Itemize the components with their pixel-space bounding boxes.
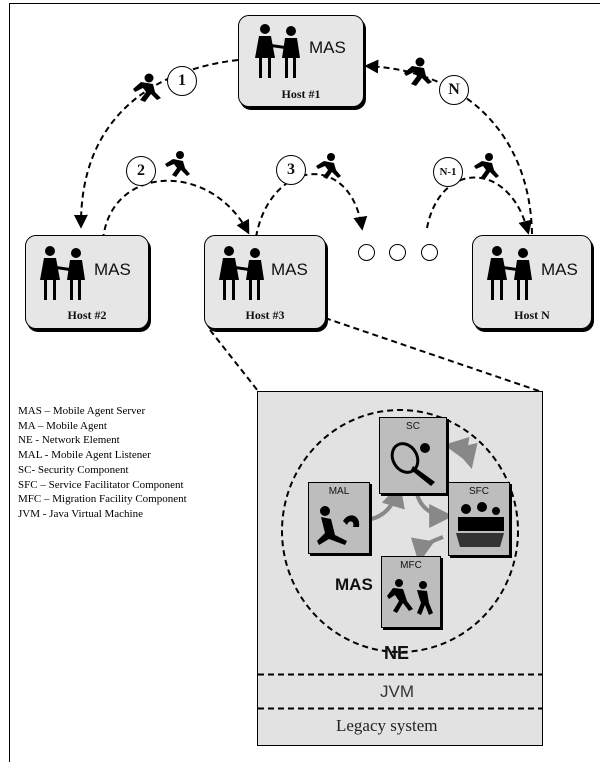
legend-item: MAS – Mobile Agent Server bbox=[18, 405, 146, 417]
path-step-n-1 bbox=[426, 176, 533, 235]
mfc-component: MFC bbox=[381, 556, 441, 628]
host-1: MAS Host #1 bbox=[238, 15, 364, 107]
running-agent-icon bbox=[404, 57, 432, 86]
security-lock-icon bbox=[390, 442, 435, 486]
mal-label: MAL bbox=[328, 486, 350, 497]
facilitator-group-icon bbox=[456, 502, 504, 547]
legend-item: SC- Security Component bbox=[18, 463, 129, 476]
host-n: MAS Host N bbox=[472, 235, 592, 329]
step-2-badge: 2 bbox=[126, 156, 156, 186]
mas-label: MAS bbox=[335, 575, 373, 594]
host-2-name: Host #2 bbox=[67, 308, 107, 322]
legend-item: SFC – Service Facilitator Component bbox=[18, 478, 184, 491]
path-step-n bbox=[364, 59, 533, 235]
legend-item: MAL - Mobile Agent Listener bbox=[18, 449, 151, 462]
legend-item: MFC – Migration Facility Component bbox=[18, 493, 187, 506]
legend-item: NE - Network Element bbox=[18, 434, 120, 447]
step-n-badge: N bbox=[439, 75, 469, 105]
migration-figures-icon bbox=[387, 579, 433, 615]
sc-label: SC bbox=[406, 421, 420, 432]
running-agent-icon bbox=[316, 153, 341, 179]
host-3: MAS Host #3 bbox=[204, 235, 326, 329]
sfc-component: SFC bbox=[448, 482, 510, 556]
host-1-name: Host #1 bbox=[281, 87, 321, 101]
running-agent-icon bbox=[474, 153, 499, 179]
mal-component: MAL bbox=[308, 482, 370, 554]
step-3-badge: 3 bbox=[276, 155, 306, 185]
running-agent-icon bbox=[165, 151, 190, 177]
path-step-2 bbox=[102, 179, 250, 241]
legacy-system-label: Legacy system bbox=[336, 716, 438, 735]
path-step-3 bbox=[255, 173, 368, 238]
running-agent-icon bbox=[133, 73, 161, 102]
zoom-line-right bbox=[324, 317, 540, 392]
ne-internals bbox=[258, 409, 542, 710]
host-1-mas-label: MAS bbox=[309, 38, 346, 57]
legend-item: JVM - Java Virtual Machine bbox=[18, 507, 143, 520]
ellipsis-dot bbox=[358, 244, 375, 261]
host-2-mas-label: MAS bbox=[94, 260, 131, 279]
handshake-figures-icon bbox=[219, 246, 264, 300]
path-step-1 bbox=[73, 59, 239, 229]
step-n-1-badge: N-1 bbox=[433, 157, 463, 187]
mfc-label: MFC bbox=[400, 560, 422, 571]
host-n-mas-label: MAS bbox=[541, 260, 578, 279]
sfc-label: SFC bbox=[469, 486, 489, 497]
host-2: MAS Host #2 bbox=[25, 235, 149, 329]
handshake-figures-icon bbox=[487, 246, 532, 300]
step-1-badge: 1 bbox=[167, 66, 197, 96]
handshake-figures-icon bbox=[255, 24, 300, 78]
host-3-mas-label: MAS bbox=[271, 260, 308, 279]
legend-item: MA – Mobile Agent bbox=[18, 419, 107, 432]
host-3-name: Host #3 bbox=[245, 308, 285, 322]
sc-component: SC bbox=[379, 417, 447, 494]
host-n-name: Host N bbox=[514, 308, 550, 322]
telephone-listener-icon bbox=[317, 506, 360, 545]
handshake-figures-icon bbox=[40, 246, 85, 300]
network-element-detail: SC MAL SFC MFC bbox=[257, 391, 543, 746]
ellipsis-dot bbox=[389, 244, 406, 261]
zoom-line-left bbox=[209, 329, 259, 392]
jvm-label: JVM bbox=[380, 682, 414, 701]
legend: MAS – Mobile Agent Server MA – Mobile Ag… bbox=[18, 404, 187, 522]
ne-label: NE bbox=[384, 643, 410, 663]
ellipsis-dot bbox=[421, 244, 438, 261]
